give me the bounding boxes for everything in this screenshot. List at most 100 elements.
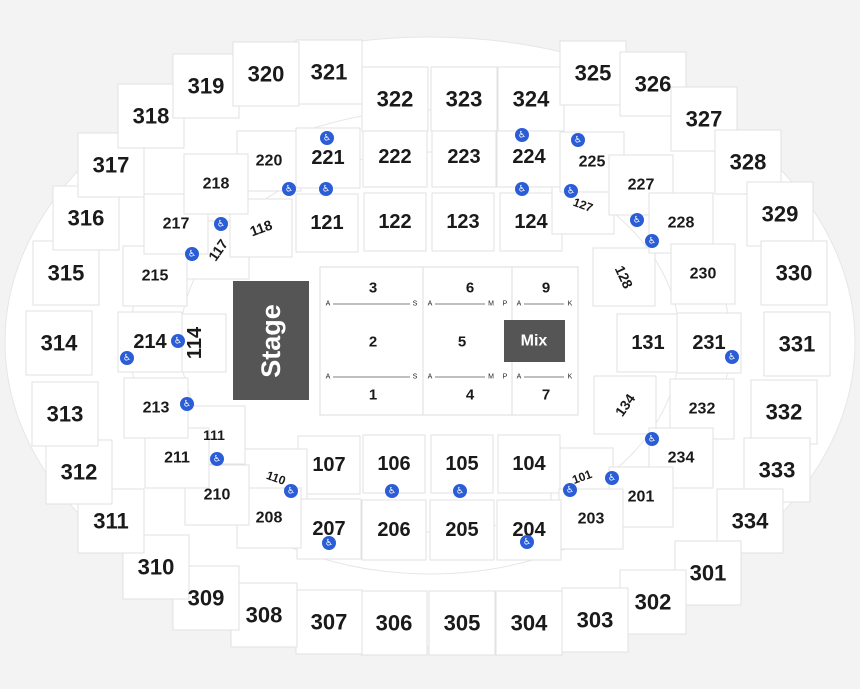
floor-section-6[interactable]: 6 xyxy=(466,280,474,297)
section-tile-305[interactable] xyxy=(428,590,496,656)
section-tile-122[interactable] xyxy=(363,192,427,252)
section-tile-324[interactable] xyxy=(497,66,565,132)
section-tile-304[interactable] xyxy=(495,590,563,656)
section-305[interactable]: 305 xyxy=(444,611,481,636)
section-tile-319[interactable] xyxy=(172,53,240,119)
section-tile-313[interactable] xyxy=(31,381,99,447)
section-302[interactable]: 302 xyxy=(635,590,672,615)
section-330[interactable]: 330 xyxy=(776,261,813,286)
section-tile-308[interactable] xyxy=(230,582,298,648)
section-215[interactable]: 215 xyxy=(142,268,169,285)
section-231[interactable]: 231 xyxy=(692,332,725,354)
section-225[interactable]: 225 xyxy=(579,154,606,171)
section-234[interactable]: 234 xyxy=(668,450,695,467)
section-111[interactable]: 111 xyxy=(203,427,225,443)
section-tile-307[interactable] xyxy=(295,589,363,655)
section-217[interactable]: 217 xyxy=(163,216,190,233)
section-tile-228[interactable] xyxy=(648,192,714,254)
section-228[interactable]: 228 xyxy=(668,215,695,232)
section-tile-314[interactable] xyxy=(25,310,93,376)
section-321[interactable]: 321 xyxy=(311,60,348,85)
section-tile-134[interactable] xyxy=(593,375,657,435)
section-tile-302[interactable] xyxy=(619,569,687,635)
floor-section-9[interactable]: 9 xyxy=(542,280,550,297)
section-tile-224[interactable] xyxy=(496,126,562,188)
section-311[interactable]: 311 xyxy=(93,509,129,534)
section-223[interactable]: 223 xyxy=(447,146,480,168)
section-105[interactable]: 105 xyxy=(445,453,478,475)
section-122[interactable]: 122 xyxy=(378,211,411,233)
section-tile-104[interactable] xyxy=(497,434,561,494)
floor-section-7[interactable]: 7 xyxy=(542,387,550,404)
section-227[interactable]: 227 xyxy=(628,177,655,194)
section-232[interactable]: 232 xyxy=(689,401,716,418)
section-tile-218[interactable] xyxy=(183,153,249,215)
section-tile-123[interactable] xyxy=(431,192,495,252)
section-327[interactable]: 327 xyxy=(686,107,723,132)
section-118[interactable]: 118 xyxy=(248,217,275,240)
section-101[interactable]: 101 xyxy=(570,467,594,487)
section-tile-230[interactable] xyxy=(670,243,736,305)
section-315[interactable]: 315 xyxy=(48,261,85,286)
section-319[interactable]: 319 xyxy=(188,74,225,99)
section-104[interactable]: 104 xyxy=(512,453,546,475)
section-tile-331[interactable] xyxy=(763,311,831,377)
section-325[interactable]: 325 xyxy=(575,61,612,86)
section-tile-303[interactable] xyxy=(561,587,629,653)
section-304[interactable]: 304 xyxy=(511,611,548,636)
section-324[interactable]: 324 xyxy=(513,87,550,112)
section-329[interactable]: 329 xyxy=(762,202,799,227)
section-205[interactable]: 205 xyxy=(445,519,478,541)
section-106[interactable]: 106 xyxy=(377,453,410,475)
section-334[interactable]: 334 xyxy=(732,509,769,534)
section-tile-320[interactable] xyxy=(232,41,300,107)
section-328[interactable]: 328 xyxy=(730,150,767,175)
floor-section-5[interactable]: 5 xyxy=(458,334,466,351)
section-tile-222[interactable] xyxy=(362,126,428,188)
section-306[interactable]: 306 xyxy=(376,611,413,636)
section-333[interactable]: 333 xyxy=(759,458,796,483)
section-309[interactable]: 309 xyxy=(188,586,225,611)
section-107[interactable]: 107 xyxy=(312,454,345,476)
section-323[interactable]: 323 xyxy=(446,87,483,112)
section-131[interactable]: 131 xyxy=(631,332,664,354)
section-110[interactable]: 110 xyxy=(265,468,288,488)
section-121[interactable]: 121 xyxy=(310,212,343,234)
section-206[interactable]: 206 xyxy=(377,519,410,541)
section-tile-131[interactable] xyxy=(616,313,680,373)
section-tile-325[interactable] xyxy=(559,40,627,106)
section-208[interactable]: 208 xyxy=(256,510,283,527)
section-tile-128[interactable] xyxy=(592,247,656,307)
section-tile-204[interactable] xyxy=(496,499,562,561)
section-322[interactable]: 322 xyxy=(377,87,414,112)
section-326[interactable]: 326 xyxy=(635,72,672,97)
section-tile-306[interactable] xyxy=(360,590,428,656)
section-320[interactable]: 320 xyxy=(248,62,285,87)
section-332[interactable]: 332 xyxy=(766,400,803,425)
section-tile-106[interactable] xyxy=(362,434,426,494)
section-201[interactable]: 201 xyxy=(628,489,655,506)
section-tile-205[interactable] xyxy=(429,499,495,561)
section-tile-107[interactable] xyxy=(297,435,361,495)
section-222[interactable]: 222 xyxy=(378,146,411,168)
section-230[interactable]: 230 xyxy=(690,266,717,283)
section-210[interactable]: 210 xyxy=(204,487,231,504)
section-307[interactable]: 307 xyxy=(311,610,348,635)
section-313[interactable]: 313 xyxy=(47,402,84,427)
section-114[interactable]: 114 xyxy=(184,326,206,359)
section-303[interactable]: 303 xyxy=(577,608,614,633)
section-224[interactable]: 224 xyxy=(512,146,546,168)
section-tile-323[interactable] xyxy=(430,66,498,132)
section-214[interactable]: 214 xyxy=(133,331,167,353)
section-221[interactable]: 221 xyxy=(311,147,344,169)
section-211[interactable]: 211 xyxy=(164,450,190,467)
floor-section-2[interactable]: 2 xyxy=(369,334,377,351)
section-312[interactable]: 312 xyxy=(61,460,98,485)
section-308[interactable]: 308 xyxy=(246,603,283,628)
section-310[interactable]: 310 xyxy=(138,555,175,580)
section-123[interactable]: 123 xyxy=(446,211,479,233)
floor-section-3[interactable]: 3 xyxy=(369,280,377,297)
section-tile-213[interactable] xyxy=(123,377,189,439)
section-218[interactable]: 218 xyxy=(203,176,230,193)
section-tile-234[interactable] xyxy=(648,427,714,489)
